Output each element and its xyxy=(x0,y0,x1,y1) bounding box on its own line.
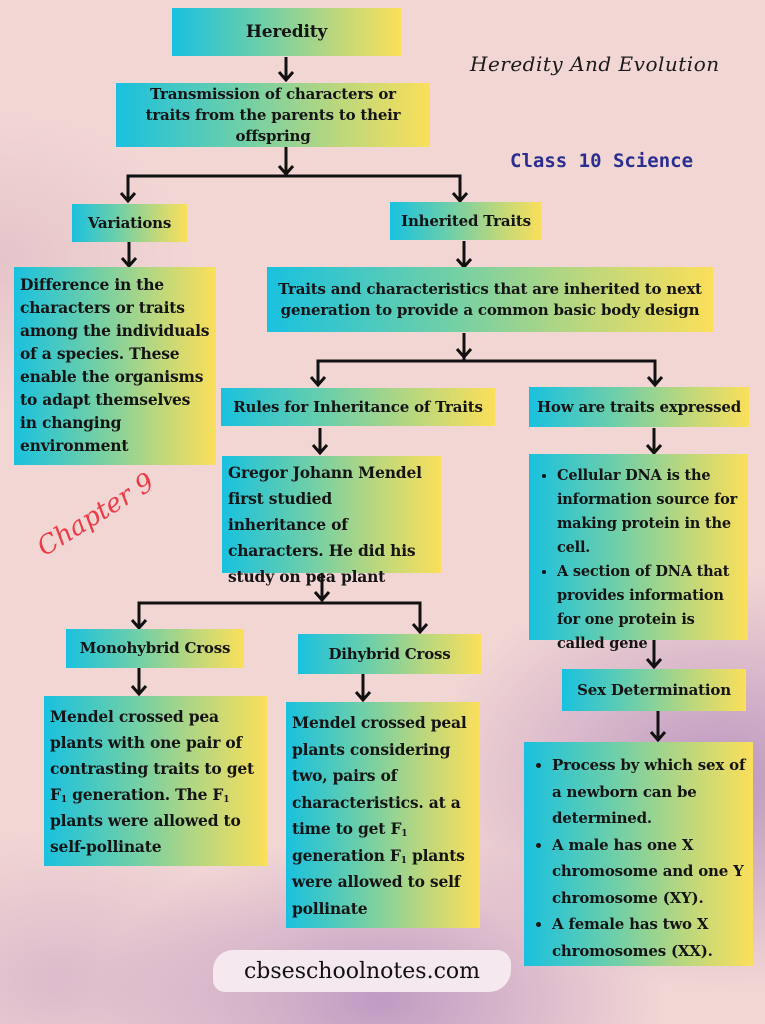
node-variations-description: Difference in the characters or traits a… xyxy=(14,267,216,465)
node-inherited-traits: Inherited Traits xyxy=(390,202,542,240)
dihybrid-desc-part3: plants were allowed to self pollinate xyxy=(292,845,465,918)
dihybrid-desc-part2: generation F xyxy=(292,845,401,865)
website-watermark: cbseschoolnotes.com xyxy=(213,950,511,992)
node-inherited-traits-label: Inherited Traits xyxy=(401,211,531,230)
list-item: Cellular DNA is the information source f… xyxy=(557,464,742,560)
inherited-traits-description-text: Traits and characteristics that are inhe… xyxy=(278,279,702,319)
node-sex-determination: Sex Determination xyxy=(562,669,746,711)
traits-expressed-list: Cellular DNA is the information source f… xyxy=(529,464,748,656)
node-monohybrid-cross: Monohybrid Cross xyxy=(66,629,244,668)
node-variations-label: Variations xyxy=(87,213,172,232)
node-sex-determination-points: Process by which sex of a newborn can be… xyxy=(524,742,753,966)
monohybrid-desc-part3: plants were allowed to self-pollinate xyxy=(50,811,241,856)
list-item: Process by which sex of a newborn can be… xyxy=(552,752,747,832)
subscript: 1 xyxy=(60,795,67,805)
node-how-traits-expressed: How are traits expressed xyxy=(529,387,749,427)
node-rules-for-inheritance: Rules for Inheritance of Traits xyxy=(221,388,495,426)
mendel-description-text: Gregor Johann Mendel first studied inher… xyxy=(228,463,422,586)
node-inherited-traits-description: Traits and characteristics that are inhe… xyxy=(267,267,713,332)
node-dihybrid-description: Mendel crossed peal plants considering t… xyxy=(286,702,480,928)
list-item: A female has two X chromosomes (XX). xyxy=(552,911,747,964)
node-traits-expressed-points: Cellular DNA is the information source f… xyxy=(529,454,748,652)
node-heredity: Heredity xyxy=(172,8,401,56)
diagram-title: Heredity And Evolution xyxy=(470,52,720,76)
node-dihybrid-label: Dihybrid Cross xyxy=(328,644,451,663)
node-heredity-label: Heredity xyxy=(245,21,328,42)
node-transmission: Transmission of characters or traits fro… xyxy=(116,83,430,147)
node-monohybrid-label: Monohybrid Cross xyxy=(79,639,231,657)
variations-description-text: Difference in the characters or traits a… xyxy=(20,275,210,455)
node-dihybrid-cross: Dihybrid Cross xyxy=(298,634,481,674)
subscript: 1 xyxy=(401,829,408,839)
website-text: cbseschoolnotes.com xyxy=(243,958,480,984)
node-transmission-text: Transmission of characters or traits fro… xyxy=(145,84,401,145)
node-mendel: Gregor Johann Mendel first studied inher… xyxy=(222,456,441,586)
node-how-expressed-label: How are traits expressed xyxy=(536,397,742,416)
list-item: A section of DNA that provides informati… xyxy=(557,560,742,656)
node-sex-determination-label: Sex Determination xyxy=(577,680,731,699)
class-label: Class 10 Science xyxy=(510,150,694,172)
node-rules-label: Rules for Inheritance of Traits xyxy=(233,397,483,416)
node-monohybrid-description: Mendel crossed pea plants with one pair … xyxy=(44,696,267,866)
monohybrid-desc-part2: generation. The F xyxy=(66,785,224,804)
subscript: 1 xyxy=(400,855,407,866)
dihybrid-desc-part1: Mendel crossed peal plants considering t… xyxy=(292,713,467,838)
node-variations: Variations xyxy=(72,204,187,242)
subscript: 1 xyxy=(223,795,230,805)
monohybrid-desc-part1: Mendel crossed pea plants with one pair … xyxy=(50,707,254,804)
list-item: A male has one X chromosome and one Y ch… xyxy=(552,832,747,912)
sex-determination-list: Process by which sex of a newborn can be… xyxy=(524,752,753,964)
